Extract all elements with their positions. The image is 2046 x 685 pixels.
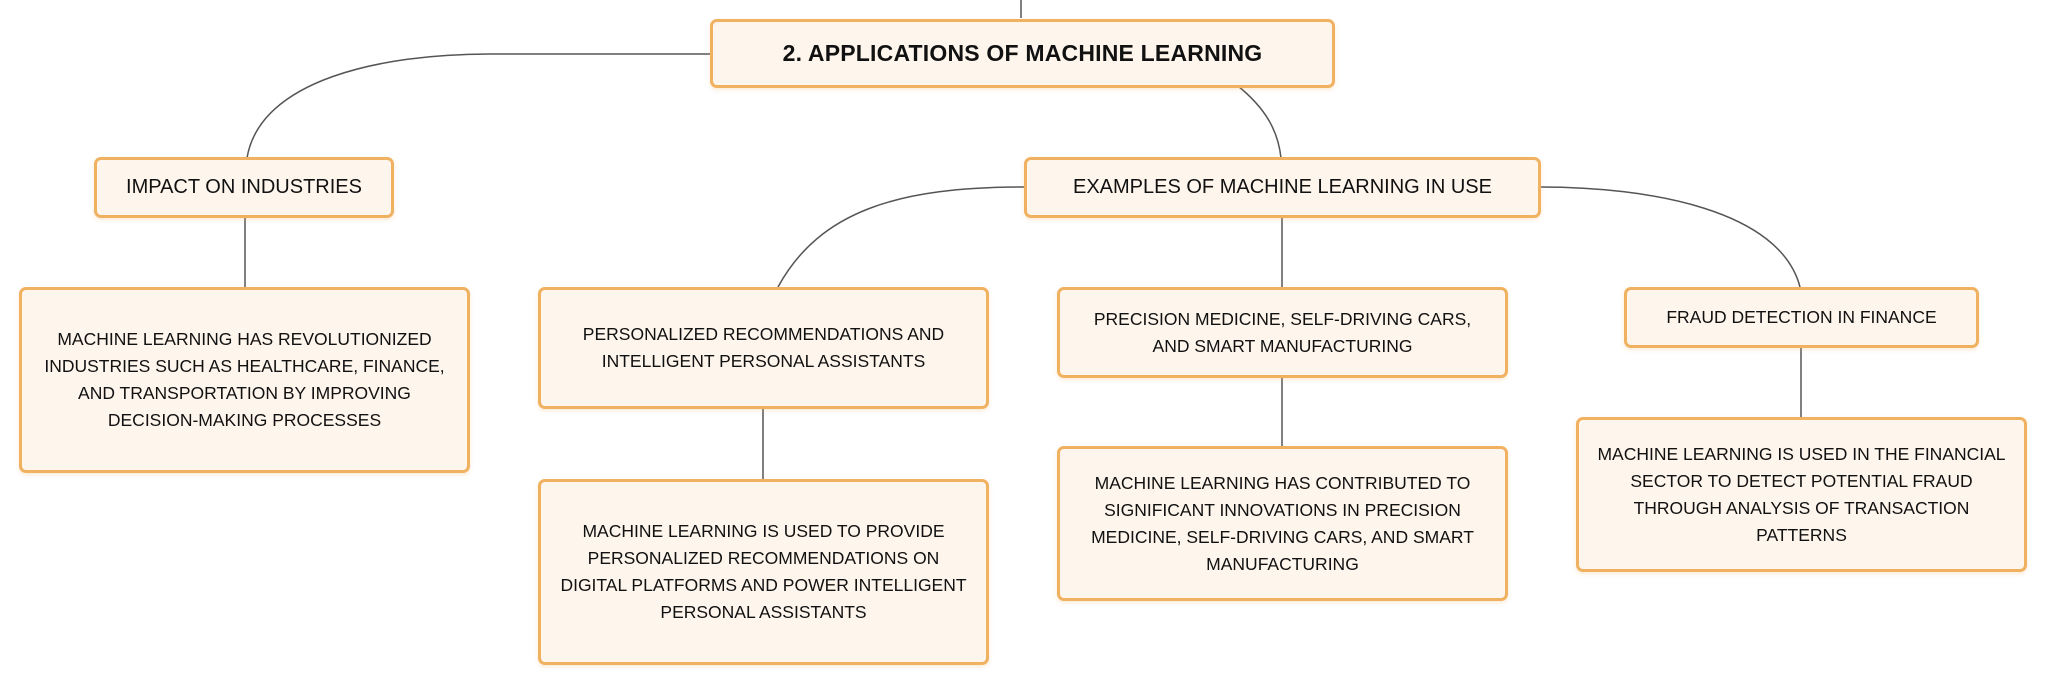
impact-node[interactable]: IMPACT ON INDUSTRIES: [94, 157, 394, 218]
root-node[interactable]: 2. APPLICATIONS OF MACHINE LEARNING: [710, 19, 1335, 88]
impact-detail-node[interactable]: MACHINE LEARNING HAS REVOLUTIONIZED INDU…: [19, 287, 470, 473]
example-precision-detail-text: MACHINE LEARNING HAS CONTRIBUTED TO SIGN…: [1091, 472, 1474, 574]
example-precision-detail-node[interactable]: MACHINE LEARNING HAS CONTRIBUTED TO SIGN…: [1057, 446, 1508, 601]
connector-examples-personalized: [777, 186, 1025, 288]
connector-examples-fraud: [1539, 186, 1801, 288]
example-precision-label: PRECISION MEDICINE, SELF-DRIVING CARS, A…: [1093, 308, 1472, 356]
example-personalized-detail-text: MACHINE LEARNING IS USED TO PROVIDE PERS…: [560, 521, 967, 622]
example-fraud-label: FRAUD DETECTION IN FINANCE: [1666, 307, 1937, 327]
example-fraud-detail-text: MACHINE LEARNING IS USED IN THE FINANCIA…: [1597, 443, 2006, 545]
example-fraud-detail-node[interactable]: MACHINE LEARNING IS USED IN THE FINANCIA…: [1576, 417, 2027, 572]
impact-detail-text: MACHINE LEARNING HAS REVOLUTIONIZED INDU…: [44, 329, 445, 430]
example-personalized-node[interactable]: PERSONALIZED RECOMMENDATIONS AND INTELLI…: [538, 287, 989, 409]
example-personalized-detail-node[interactable]: MACHINE LEARNING IS USED TO PROVIDE PERS…: [538, 479, 989, 665]
impact-node-label: IMPACT ON INDUSTRIES: [126, 176, 362, 198]
connector-root-impact: [246, 53, 710, 159]
example-personalized-label: PERSONALIZED RECOMMENDATIONS AND INTELLI…: [582, 324, 945, 371]
example-precision-node[interactable]: PRECISION MEDICINE, SELF-DRIVING CARS, A…: [1057, 287, 1508, 378]
example-fraud-node[interactable]: FRAUD DETECTION IN FINANCE: [1624, 287, 1979, 348]
connector-root-examples: [1237, 85, 1282, 159]
examples-node-label: EXAMPLES OF MACHINE LEARNING IN USE: [1073, 176, 1492, 198]
root-node-label: 2. APPLICATIONS OF MACHINE LEARNING: [782, 40, 1263, 66]
examples-node[interactable]: EXAMPLES OF MACHINE LEARNING IN USE: [1024, 157, 1541, 218]
